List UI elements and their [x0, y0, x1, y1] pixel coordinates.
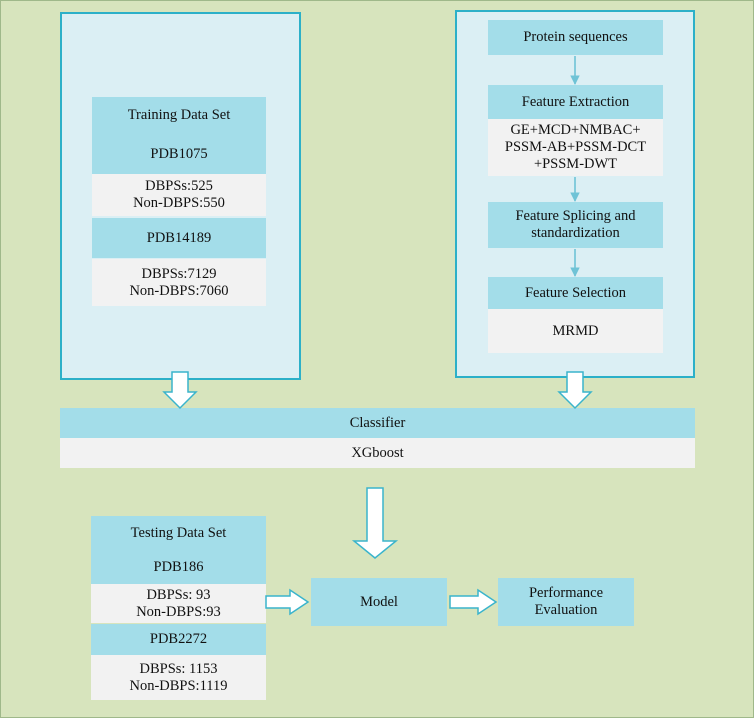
- training-set2-pos: DBPSs:7129: [141, 265, 217, 282]
- feature-line-1: GE+MCD+NMBAC+: [510, 122, 641, 138]
- testing-set1-name: PDB186: [91, 551, 266, 584]
- testing-set1-pos: DBPSs: 93: [146, 586, 211, 603]
- performance-line-2: Evaluation: [534, 602, 598, 618]
- arrow-pipeline-to-classifier: [557, 371, 593, 410]
- feature-extraction-box: Feature Extraction: [488, 85, 663, 119]
- performance-line-1: Performance: [528, 585, 604, 601]
- arrow-classifier-to-model: [351, 487, 399, 559]
- feature-splicing-box: Feature Splicing and standardization: [488, 202, 663, 248]
- protein-sequences-box: Protein sequences: [488, 20, 663, 55]
- arrow-model-to-performance: [449, 588, 498, 616]
- feature-selection-box: Feature Selection: [488, 277, 663, 309]
- testing-set2-counts: DBPSs: 1153 Non-DBPS:1119: [91, 655, 266, 700]
- arrow-training-to-classifier: [162, 371, 198, 410]
- xgboost-box: XGboost: [60, 438, 695, 468]
- feature-line-2: PSSM-AB+PSSM-DCT: [504, 139, 647, 155]
- training-title: Training Data Set: [92, 97, 266, 134]
- classifier-box: Classifier: [60, 408, 695, 438]
- testing-set1-counts: DBPSs: 93 Non-DBPS:93: [91, 584, 266, 623]
- training-set1-counts: DBPSs:525 Non-DBPS:550: [92, 174, 266, 216]
- training-set2-counts: DBPSs:7129 Non-DBPS:7060: [92, 259, 266, 306]
- training-set1-neg: Non-DBPS:550: [133, 195, 225, 211]
- model-box: Model: [311, 578, 447, 626]
- training-set1-pos: DBPSs:525: [145, 178, 213, 194]
- feature-line-3: +PSSM-DWT: [533, 156, 618, 172]
- testing-set2-name: PDB2272: [91, 624, 266, 655]
- feature-list-box: GE+MCD+NMBAC+ PSSM-AB+PSSM-DCT +PSSM-DWT: [488, 119, 663, 176]
- feature-splicing-line-2: standardization: [531, 225, 620, 241]
- feature-splicing-line-1: Feature Splicing and: [515, 208, 636, 224]
- arrow-testing-to-model: [265, 588, 310, 616]
- performance-evaluation-box: Performance Evaluation: [498, 578, 634, 626]
- mrmd-box: MRMD: [488, 309, 663, 353]
- testing-title: Testing Data Set: [91, 516, 266, 551]
- training-set2-name: PDB14189: [92, 218, 266, 258]
- testing-set2-neg: Non-DBPS:1119: [129, 677, 228, 694]
- training-set2-neg: Non-DBPS:7060: [129, 282, 229, 299]
- training-set1-name: PDB1075: [92, 134, 266, 174]
- testing-set1-neg: Non-DBPS:93: [136, 603, 221, 620]
- testing-set2-pos: DBPSs: 1153: [139, 660, 218, 677]
